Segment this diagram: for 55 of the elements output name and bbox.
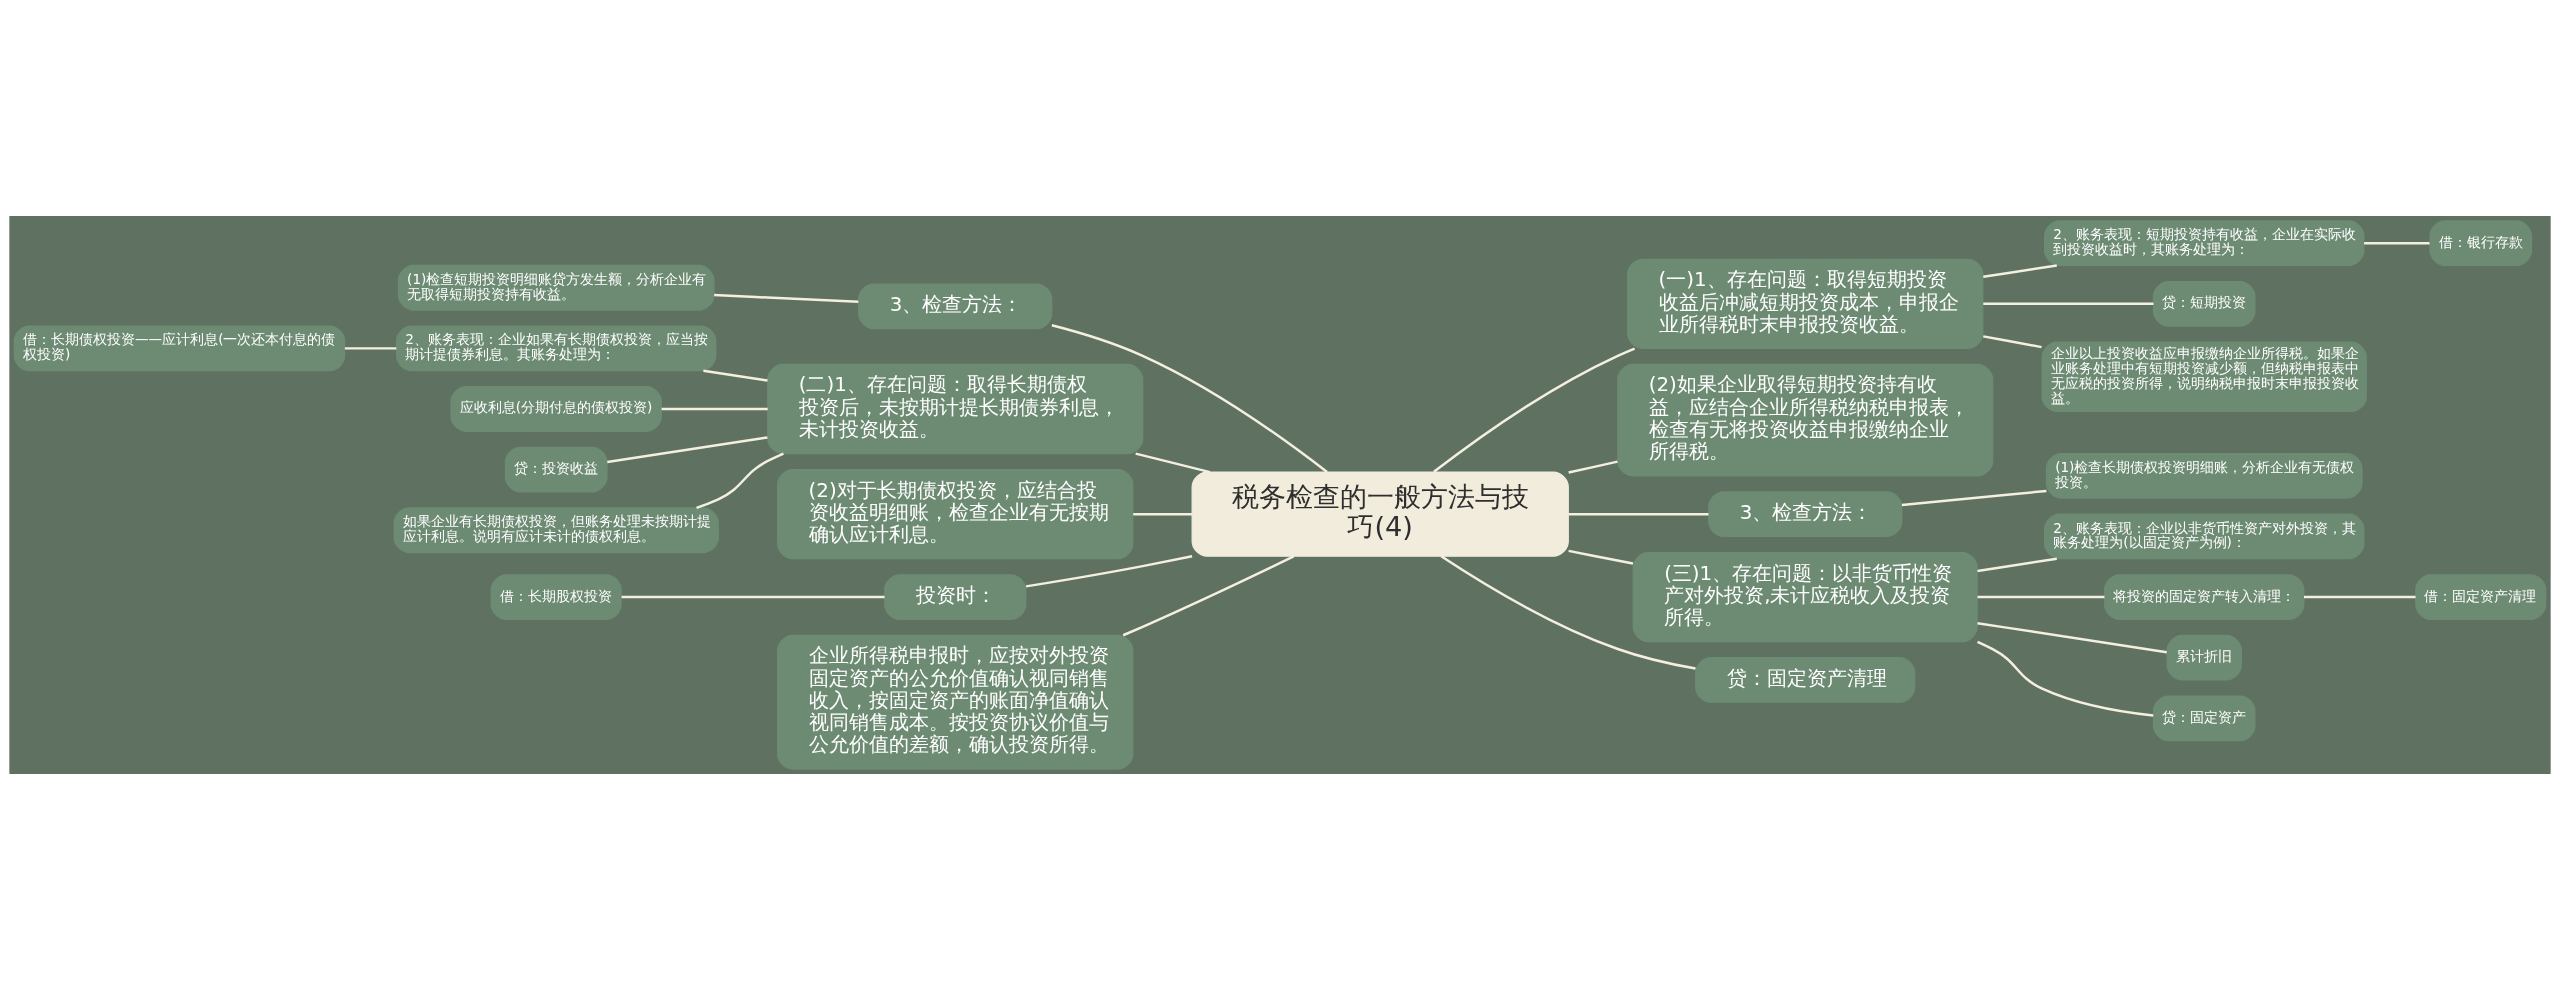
connector [1051, 324, 1328, 473]
connector [661, 407, 768, 411]
node-box: 贷：固定资产 [2152, 695, 2256, 742]
node-box: 企业所得税申报时，应按对外投资固定资产的公允价值确认视同销售收入，按固定资产的账面净值确认视同销售成本。按投资协议价值与公允价值的差额，确认投资所得。 [777, 634, 1134, 770]
node-box: 3、检查方法： [1708, 491, 1903, 538]
node-box: 借：长期股权投资 [490, 574, 622, 620]
connector [2364, 242, 2430, 245]
node-box: 2、账务表现：企业如果有长期债权投资，应当按期计提债券利息。其账务处理为： [396, 325, 717, 372]
node-box: 借：长期债权投资——应计利息(一次还本付息的债权投资) [13, 325, 346, 372]
connector [696, 452, 784, 510]
connector [1440, 555, 1696, 670]
node-box: 借：银行存款 [2429, 220, 2533, 267]
node-box: 3、检查方法： [858, 283, 1053, 330]
node-box: 应收利息(分期付息的债权投资) [450, 386, 662, 432]
node-box: 贷：投资收益 [504, 446, 608, 493]
connector [1977, 640, 2154, 717]
node-box: 贷：固定资产清理 [1695, 657, 1916, 703]
node-box: (2)如果企业取得短期投资持有收益，应结合企业所得税纳税申报表，检查有无将投资收益申报缴纳企业所得税。 [1617, 363, 1994, 477]
node-box: (2)对于长期债权投资，应结合投资收益明细账，检查企业有无按期确认应计利息。 [777, 469, 1134, 560]
node-box: 贷：短期投资 [2152, 280, 2256, 327]
connector [703, 369, 768, 382]
node-box: 将投资的固定资产转入清理： [2104, 574, 2305, 620]
node-box: (三)1、存在问题：以非货币性资产对外投资,未计应税收入及投资所得。 [1632, 551, 1978, 643]
connector [1568, 512, 1709, 516]
node-box: 2、账务表现：短期投资持有收益，企业在实际收到投资收益时，其账务处理为： [2044, 220, 2365, 267]
connector [1135, 452, 1211, 474]
connector [1133, 512, 1193, 516]
node-box: 投资时： [884, 574, 1027, 620]
node-box: 如果企业有长期债权投资，但账务处理未按期计提应计利息。说明有应计未计的债权利息。 [393, 507, 719, 554]
connector [1433, 347, 1636, 473]
connector [1977, 557, 2057, 573]
connector [1983, 335, 2042, 349]
connector [1983, 302, 2154, 306]
connector [1568, 549, 1634, 565]
connector [1122, 555, 1295, 637]
connector [344, 347, 397, 350]
node-box: (1)检查短期投资明细账贷方发生额，分析企业有无取得短期投资持有收益。 [397, 264, 715, 311]
connector [1025, 555, 1193, 588]
node-box: 税务检查的一般方法与技巧(4) [1191, 471, 1569, 557]
node-box: 2、账务表现：企业以非货币性资产对外投资，其账务处理为(以固定资产为例)： [2044, 513, 2365, 560]
node-box: (1)检查长期债权投资明细账，分析企业有无债权投资。 [2045, 452, 2363, 499]
connector [714, 293, 859, 304]
node-box: 企业以上投资收益应申报缴纳企业所得税。如果企业账务处理中有短期投资减少额，但纳税申报表中无应税的投资所得，说明纳税申报时末申报投资收益。 [2041, 341, 2367, 413]
connector [607, 436, 768, 464]
connector [621, 595, 885, 599]
node-box: 借：固定资产清理 [2415, 574, 2547, 620]
connector [1977, 595, 2105, 599]
connector [1983, 264, 2057, 279]
node-box: (二)1、存在问题：取得长期债权投资后，未按期计提长期债券利息，未计投资收益。 [767, 363, 1144, 455]
connector [2304, 595, 2416, 599]
node-box: (一)1、存在问题：取得短期投资收益后冲减短期投资成本，申报企业所得税时末申报投资收益。 [1627, 258, 1984, 349]
node-box: 累计折旧 [2166, 634, 2242, 681]
connector [1901, 489, 2047, 507]
connector [1977, 622, 2167, 654]
connector [1568, 460, 1618, 474]
